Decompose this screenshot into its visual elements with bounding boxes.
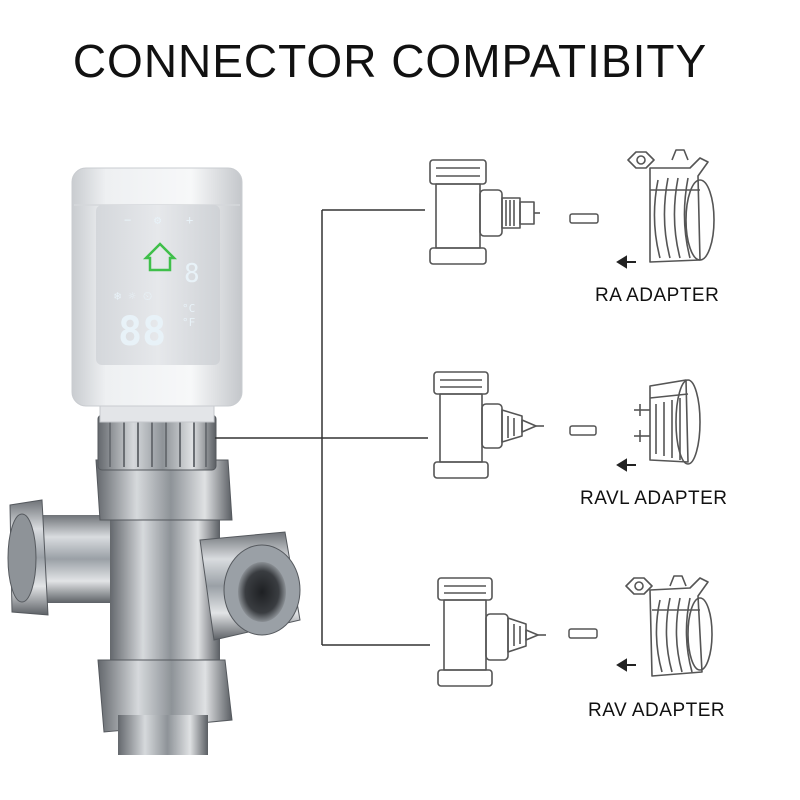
arrow-left-icon [616, 458, 636, 472]
adapter-pins [568, 213, 599, 639]
svg-text:+: + [186, 213, 193, 227]
pin-ra [569, 213, 599, 224]
valve-body [7, 459, 301, 755]
adapter-label-rav: RAV ADAPTER [588, 700, 726, 721]
adapter-label-ra: RA ADAPTER [595, 285, 720, 306]
display: − ⚙ + ❄ ☼ ⏲ 8 °C °F 88 [114, 213, 200, 355]
valve-sketch-ra [429, 159, 540, 265]
svg-text:−: − [124, 213, 131, 227]
connector-lines [215, 209, 430, 646]
pin-rav [568, 628, 598, 639]
svg-text:❄ ☼ ⏲: ❄ ☼ ⏲ [114, 289, 152, 303]
coupling-nut [97, 414, 217, 471]
unit-c: °C [182, 302, 195, 315]
adapter-sketch-rav [625, 575, 713, 677]
adapter-label-ravl: RAVL ADAPTER [580, 488, 728, 509]
adapter-sketch-ra [627, 149, 715, 263]
arrow-left-icon [616, 658, 636, 672]
valve-sketch-ravl [433, 371, 544, 479]
pin-ravl [569, 425, 597, 436]
home-icon [142, 242, 178, 272]
unit-f: °F [182, 316, 195, 329]
display-side-digit: 8 [184, 259, 200, 289]
page-title: CONNECTOR COMPATIBITY [72, 35, 708, 87]
arrow-left-icon [616, 255, 636, 269]
thermostat-head: − ⚙ + ❄ ☼ ⏲ 8 °C °F 88 [71, 167, 243, 423]
valve-sketch-rav [437, 577, 546, 687]
insert-arrows [616, 255, 636, 672]
svg-text:⚙: ⚙ [154, 213, 162, 227]
adapter-sketch-ravl [634, 379, 701, 465]
display-digits: 88 [118, 309, 166, 355]
